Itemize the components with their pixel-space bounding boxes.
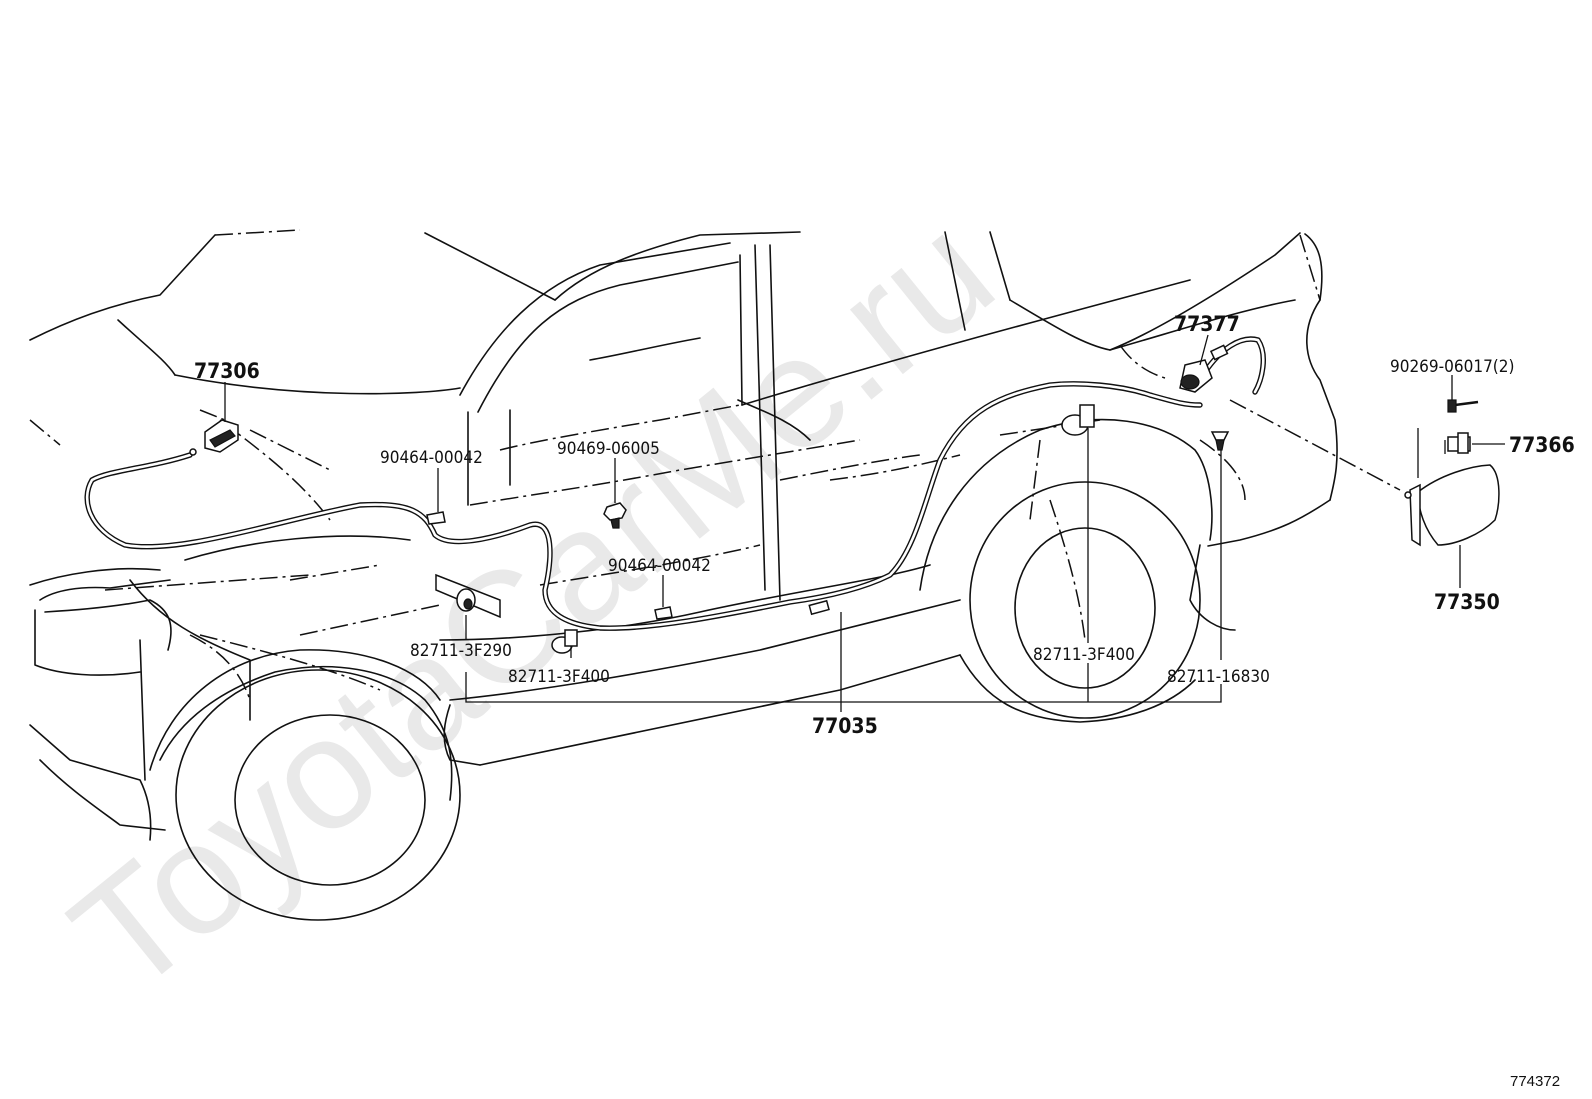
- label-90469-06005: 90469-06005: [557, 439, 660, 459]
- label-82711-3F290: 82711-3F290: [410, 641, 512, 661]
- part-90469-clip-icon: [603, 502, 627, 529]
- part-82711-3F290-clamp-icon: [435, 573, 501, 619]
- label-77350: 77350: [1434, 590, 1500, 614]
- label-77366: 77366: [1509, 433, 1575, 457]
- part-82711-3F400-clamp-b-icon: [1061, 404, 1095, 436]
- label-90464-00042-a: 90464-00042: [380, 448, 483, 468]
- label-82711-16830: 82711-16830: [1167, 667, 1270, 687]
- label-77377: 77377: [1174, 312, 1240, 336]
- label-82711-3F400-b: 82711-3F400: [1033, 645, 1135, 665]
- part-77366-hinge-icon: [1444, 432, 1471, 454]
- label-82711-3F400-a: 82711-3F400: [508, 667, 610, 687]
- watermark: ToyotaCarMe.ru: [41, 182, 1025, 1026]
- part-77306-lever-icon: [189, 419, 239, 456]
- part-90464-clip-icon: [426, 511, 446, 525]
- part-77350-fuel-lid-icon: [1404, 464, 1500, 547]
- part-82711-16830-clip-icon: [1210, 431, 1230, 451]
- part-77377-lock-icon: [1179, 344, 1229, 393]
- hidden-lines: [29, 229, 1401, 701]
- diagram-number: 774372: [1510, 1073, 1560, 1090]
- leader-lines: [224, 334, 1505, 712]
- label-77306: 77306: [194, 359, 260, 383]
- label-90464-00042-b: 90464-00042: [608, 556, 711, 576]
- label-77035: 77035: [812, 714, 878, 738]
- part-90269-screw-icon: [1447, 399, 1479, 413]
- part-82711-3F400-clamp-a-icon: [551, 629, 578, 654]
- part-90464-clip-b-icon: [654, 606, 673, 620]
- label-90269-06017: 90269-06017(2): [1390, 357, 1514, 377]
- cable-joint-icon: [808, 599, 830, 616]
